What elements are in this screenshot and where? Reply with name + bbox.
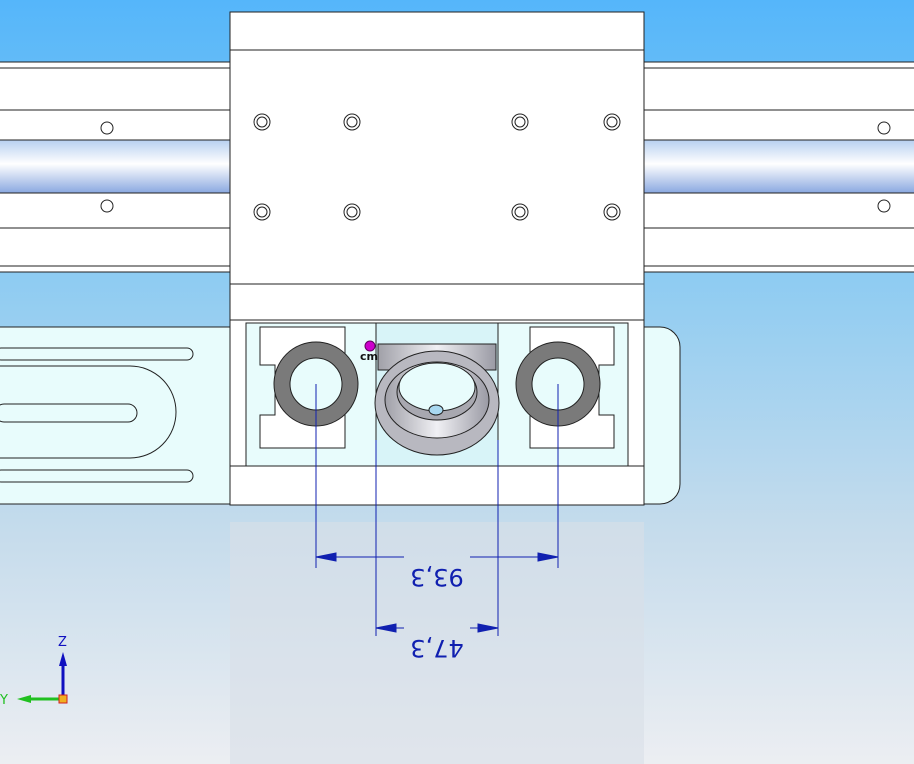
axis-triad: Z Y [0, 635, 68, 708]
center-of-mass-label: cm [360, 350, 378, 363]
lead-screw-nut [374, 343, 500, 456]
reflection [230, 522, 644, 764]
dimension-inner-spacing[interactable]: 47,3 [375, 440, 499, 662]
center-of-mass-marker[interactable] [364, 340, 376, 352]
dimension-outer-rod-spacing[interactable]: 93,3 [315, 384, 559, 591]
z-axis-label: Z [58, 635, 67, 650]
dimension-value-47-3: 47,3 [410, 634, 463, 662]
y-axis-label: Y [0, 693, 8, 708]
dimension-value-93-3: 93,3 [410, 563, 463, 591]
